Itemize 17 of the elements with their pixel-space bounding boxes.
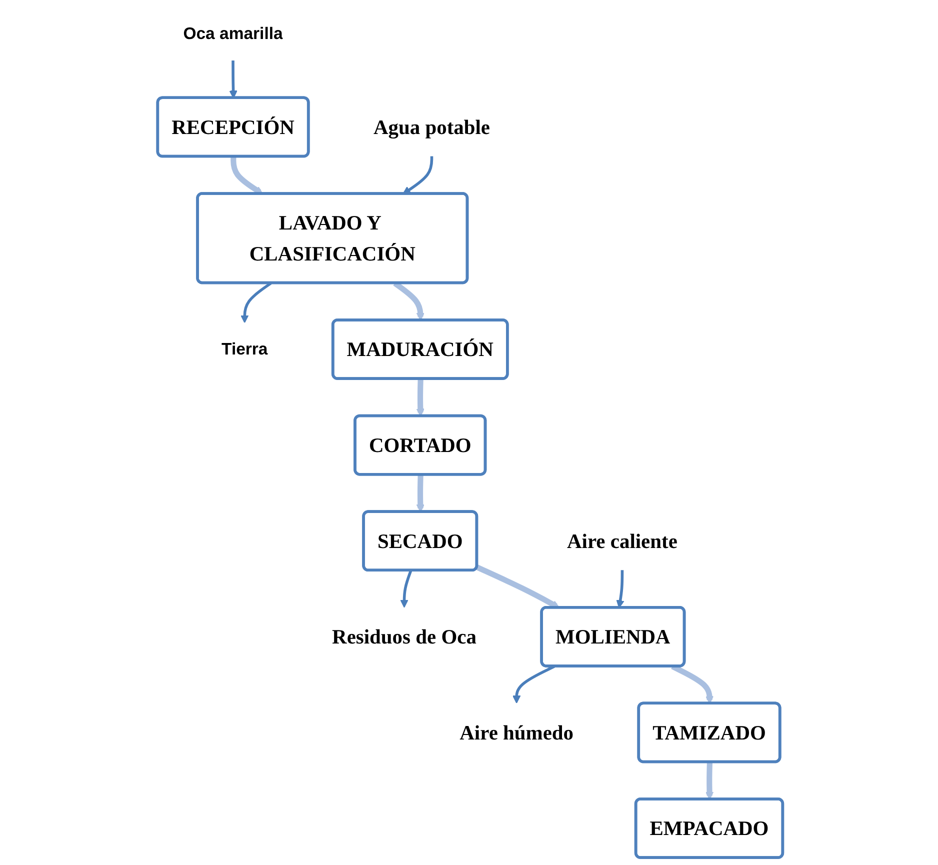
node-text: Oca amarilla — [183, 24, 283, 43]
node-text: Residuos de Oca — [332, 625, 476, 648]
node-text: Aire caliente — [567, 529, 678, 552]
arrow — [229, 60, 238, 98]
arrow — [400, 570, 412, 608]
arrow — [230, 156, 264, 194]
node-text: Agua potable — [373, 115, 490, 139]
arrow — [402, 156, 434, 194]
node-text: Tierra — [222, 339, 268, 358]
arrow — [476, 564, 560, 608]
arrow — [616, 570, 624, 608]
arrow — [416, 474, 424, 512]
node-text: Aire húmedo — [460, 720, 574, 744]
arrow — [240, 282, 272, 324]
arrow — [705, 762, 714, 800]
arrow — [416, 378, 424, 417]
arrow — [512, 665, 556, 704]
